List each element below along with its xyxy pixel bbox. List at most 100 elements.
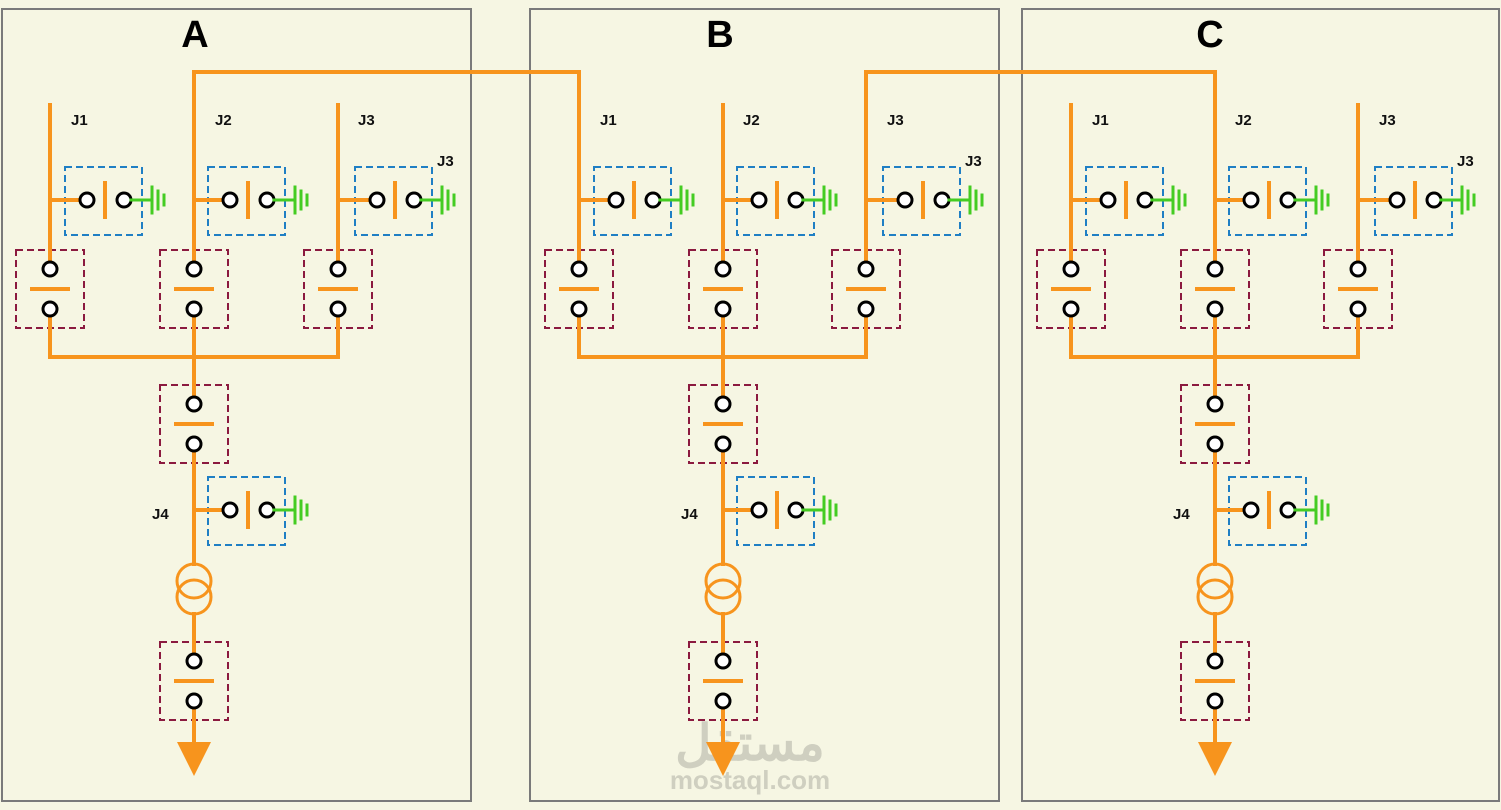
feeder-label: J3: [358, 112, 375, 129]
contact-circle: [185, 395, 203, 413]
outgoing-feeder-arrow: [1198, 718, 1232, 776]
earthing-switch: [206, 166, 309, 236]
earthing-switch-label: J3: [437, 153, 454, 170]
arrow-head: [1198, 742, 1232, 776]
transformer-label: J4: [681, 506, 698, 523]
contact-circle: [714, 260, 732, 278]
earthing-switch: [353, 166, 456, 236]
earthing-switch: [592, 166, 695, 236]
feeder-label: J1: [71, 112, 88, 129]
contact-circle: [115, 191, 133, 209]
contact-circle: [714, 300, 732, 318]
panel-frame-a: [1, 8, 472, 802]
feeder-breaker: [159, 248, 229, 330]
tie-bus-b3-c2: [864, 70, 1217, 250]
earthing-switch: [735, 476, 838, 546]
feeder-breaker: [831, 248, 901, 330]
feeder-breaker: [303, 248, 373, 330]
contact-circle: [78, 191, 96, 209]
main-breaker: [159, 383, 229, 465]
contact-circle: [1388, 191, 1406, 209]
feeder-label: J1: [1092, 112, 1109, 129]
contact-circle: [1062, 260, 1080, 278]
earthing-switch-label: J3: [1457, 153, 1474, 170]
contact-circle: [1242, 191, 1260, 209]
contact-circle: [644, 191, 662, 209]
contact-circle: [1062, 300, 1080, 318]
contact-circle: [750, 191, 768, 209]
contact-circle: [750, 501, 768, 519]
feeder-breaker: [688, 248, 758, 330]
contact-circle: [1206, 260, 1224, 278]
transformer: [704, 562, 742, 616]
feeder-label: J2: [1235, 112, 1252, 129]
transformer-winding: [704, 562, 742, 600]
panel-title: B: [706, 14, 733, 56]
panel-title: A: [181, 14, 208, 56]
contact-circle: [607, 191, 625, 209]
arrow-head: [706, 742, 740, 776]
contact-circle: [1099, 191, 1117, 209]
panel-title: C: [1196, 14, 1223, 56]
transformer: [175, 562, 213, 616]
contact-circle: [787, 501, 805, 519]
contact-circle: [787, 191, 805, 209]
outgoing-breaker: [159, 640, 229, 722]
contact-circle: [896, 191, 914, 209]
contact-circle: [1242, 501, 1260, 519]
contact-circle: [933, 191, 951, 209]
panel-frame-b: [529, 8, 1000, 802]
transformer-label: J4: [1173, 506, 1190, 523]
earthing-switch-label: J3: [965, 153, 982, 170]
earthing-switch: [1227, 166, 1330, 236]
contact-circle: [221, 501, 239, 519]
watermark-arabic: مستقل: [675, 715, 825, 771]
earthing-switch: [1084, 166, 1187, 236]
outgoing-feeder-arrow: [177, 718, 211, 776]
feeder-breaker: [544, 248, 614, 330]
feeder-label: J2: [215, 112, 232, 129]
contact-circle: [1425, 191, 1443, 209]
contact-circle: [714, 652, 732, 670]
feeder-label: J1: [600, 112, 617, 129]
contact-circle: [329, 260, 347, 278]
contact-circle: [1279, 501, 1297, 519]
contact-circle: [185, 300, 203, 318]
contact-circle: [1279, 191, 1297, 209]
transformer-label: J4: [152, 506, 169, 523]
contact-circle: [41, 260, 59, 278]
feeder-breaker: [15, 248, 85, 330]
contact-circle: [570, 300, 588, 318]
feeder-label: J3: [887, 112, 904, 129]
feeder-breaker: [1180, 248, 1250, 330]
contact-circle: [41, 300, 59, 318]
transformer-winding: [1196, 562, 1234, 600]
earthing-switch: [881, 166, 984, 236]
contact-circle: [714, 395, 732, 413]
earthing-switch: [735, 166, 838, 236]
contact-circle: [185, 260, 203, 278]
contact-circle: [1206, 395, 1224, 413]
contact-circle: [1349, 260, 1367, 278]
contact-circle: [857, 260, 875, 278]
earthing-switch: [1373, 166, 1476, 236]
contact-circle: [1206, 692, 1224, 710]
contact-circle: [185, 435, 203, 453]
contact-circle: [857, 300, 875, 318]
contact-circle: [714, 435, 732, 453]
earthing-switch: [63, 166, 166, 236]
contact-circle: [221, 191, 239, 209]
contact-circle: [185, 652, 203, 670]
earthing-switch: [206, 476, 309, 546]
contact-circle: [329, 300, 347, 318]
outgoing-breaker: [1180, 640, 1250, 722]
outgoing-feeder-arrow: [706, 718, 740, 776]
tie-bus-a2-b1: [192, 70, 581, 250]
transformer-winding: [175, 562, 213, 600]
main-breaker: [688, 383, 758, 465]
